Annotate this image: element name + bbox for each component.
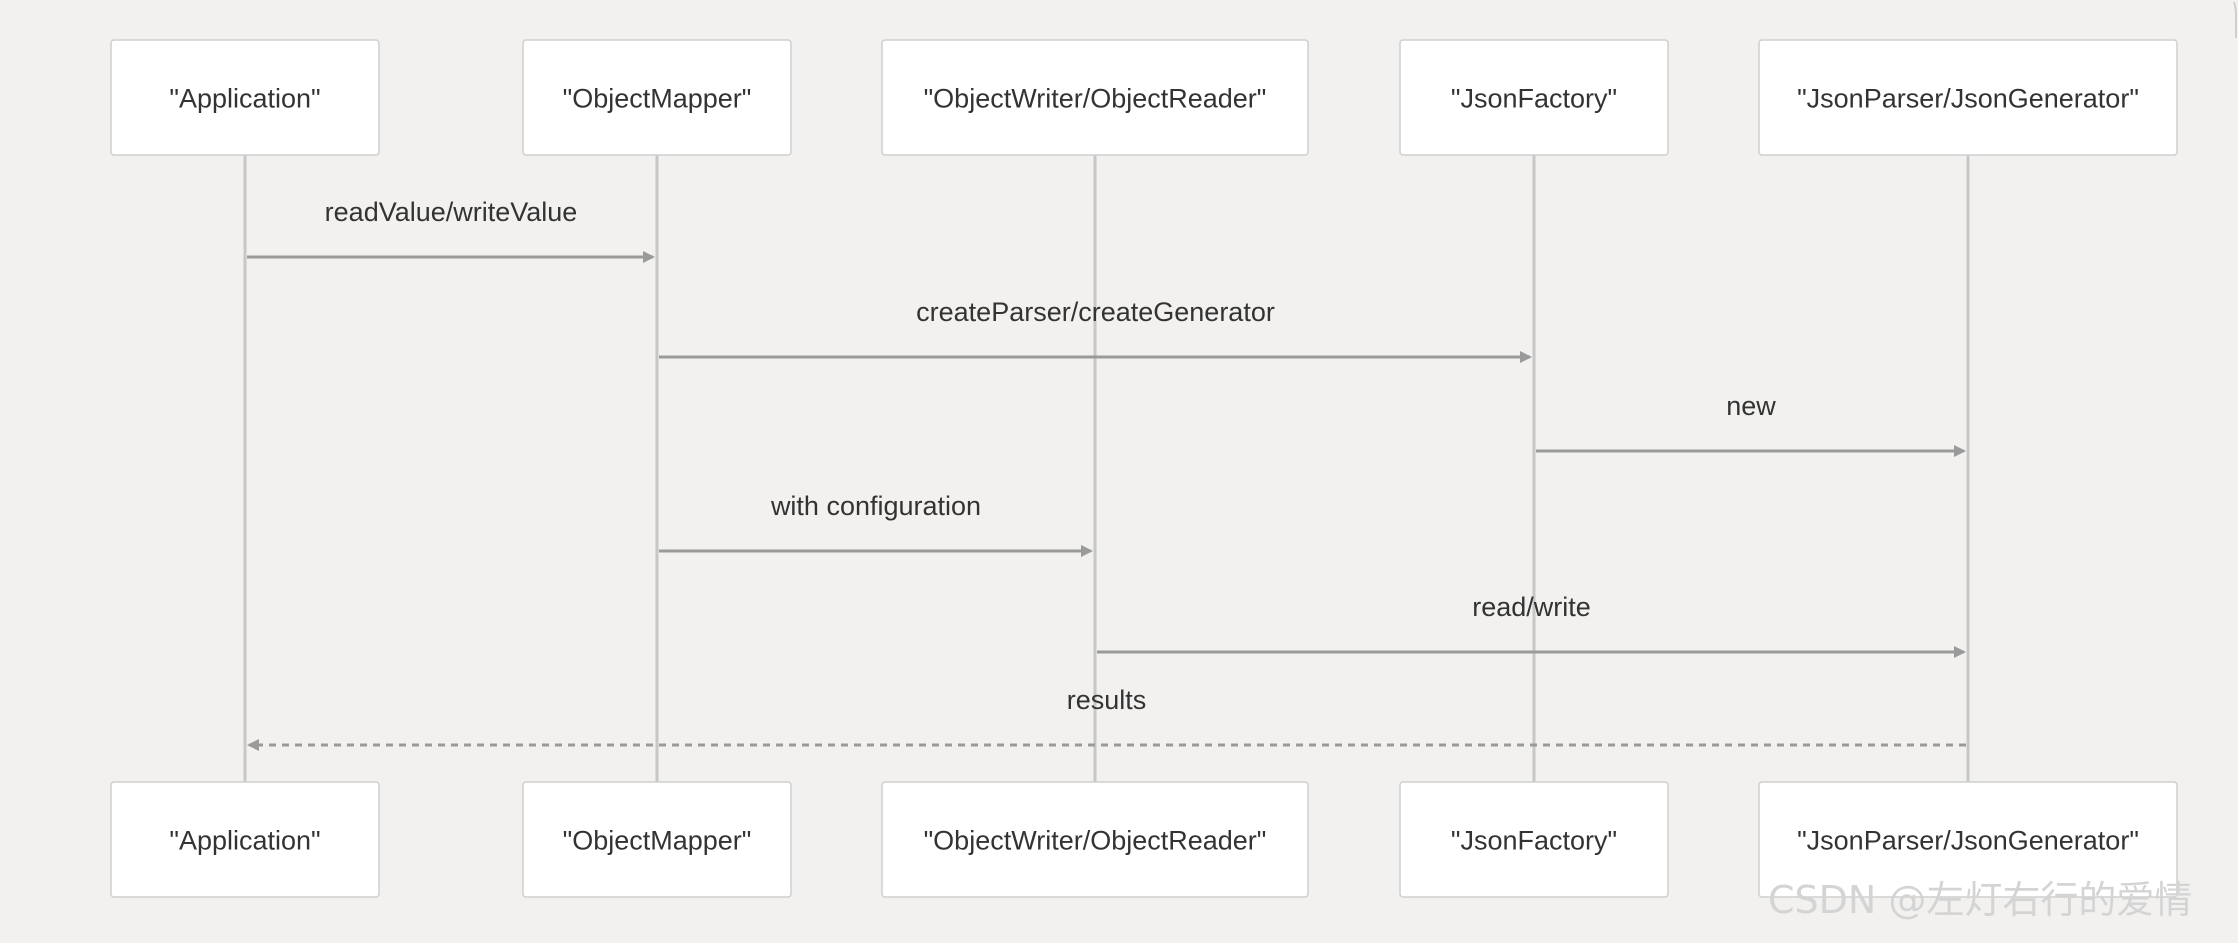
participant-label: "ObjectWriter/ObjectReader" [924,84,1267,114]
participant-box [1399,39,1669,156]
message-with-configuration: with configuration [659,491,1093,557]
participant-bottom-objectmapper: "ObjectMapper" [522,781,792,898]
participant-bottom-jsonparser-jsongenerator: "JsonParser/JsonGenerator" [1758,781,2178,898]
participant-box [110,781,380,898]
message-label: new [1726,391,1776,421]
message-label: createParser/createGenerator [916,297,1275,327]
participant-box [1758,781,2178,898]
participant-box [1399,781,1669,898]
participant-box [1758,39,2178,156]
participant-label: "JsonFactory" [1451,826,1617,856]
participant-box [522,781,792,898]
participant-top-jsonfactory: "JsonFactory" [1399,39,1669,156]
participant-bottom-jsonfactory: "JsonFactory" [1399,781,1669,898]
participant-top-jsonparser-jsongenerator: "JsonParser/JsonGenerator" [1758,39,2178,156]
watermark-text: CSDN @左灯右行的爱情 [1768,878,2192,922]
participant-label: "Application" [169,84,320,114]
message-read-write: read/write [1097,592,1966,658]
participant-top-objectwriter-objectreader: "ObjectWriter/ObjectReader" [881,39,1309,156]
participant-box [522,39,792,156]
participant-bottom-application: "Application" [110,781,380,898]
message-label: with configuration [770,491,981,521]
message-new: new [1536,391,1966,457]
message-createparser-creategenerator: createParser/createGenerator [659,297,1532,363]
participant-label: "Application" [169,826,320,856]
message-label: read/write [1472,592,1591,622]
participant-label: "ObjectMapper" [563,826,752,856]
participant-box [110,39,380,156]
participant-label: "JsonParser/JsonGenerator" [1797,84,2139,114]
participant-top-application: "Application" [110,39,380,156]
message-label: results [1067,685,1147,715]
message-readvalue-writevalue: readValue/writeValue [247,197,655,263]
message-results: results [247,685,1966,751]
participant-top-objectmapper: "ObjectMapper" [522,39,792,156]
participant-footer-row: "Application" "ObjectMapper" "ObjectWriter… [110,781,2178,898]
participant-label: "JsonFactory" [1451,84,1617,114]
participant-label: "ObjectMapper" [563,84,752,114]
participant-label: "ObjectWriter/ObjectReader" [924,826,1267,856]
messages: readValue/writeValue createParser/createG… [247,197,1966,751]
participant-box [881,39,1309,156]
message-label: readValue/writeValue [325,197,578,227]
participant-label: "JsonParser/JsonGenerator" [1797,826,2139,856]
participant-header-row: "Application" "ObjectMapper" "ObjectWriter… [110,39,2178,156]
corner-fragment [2233,1,2237,38]
participant-box [881,781,1309,898]
lifelines [243,155,1970,782]
participant-bottom-objectwriter-objectreader: "ObjectWriter/ObjectReader" [881,781,1309,898]
